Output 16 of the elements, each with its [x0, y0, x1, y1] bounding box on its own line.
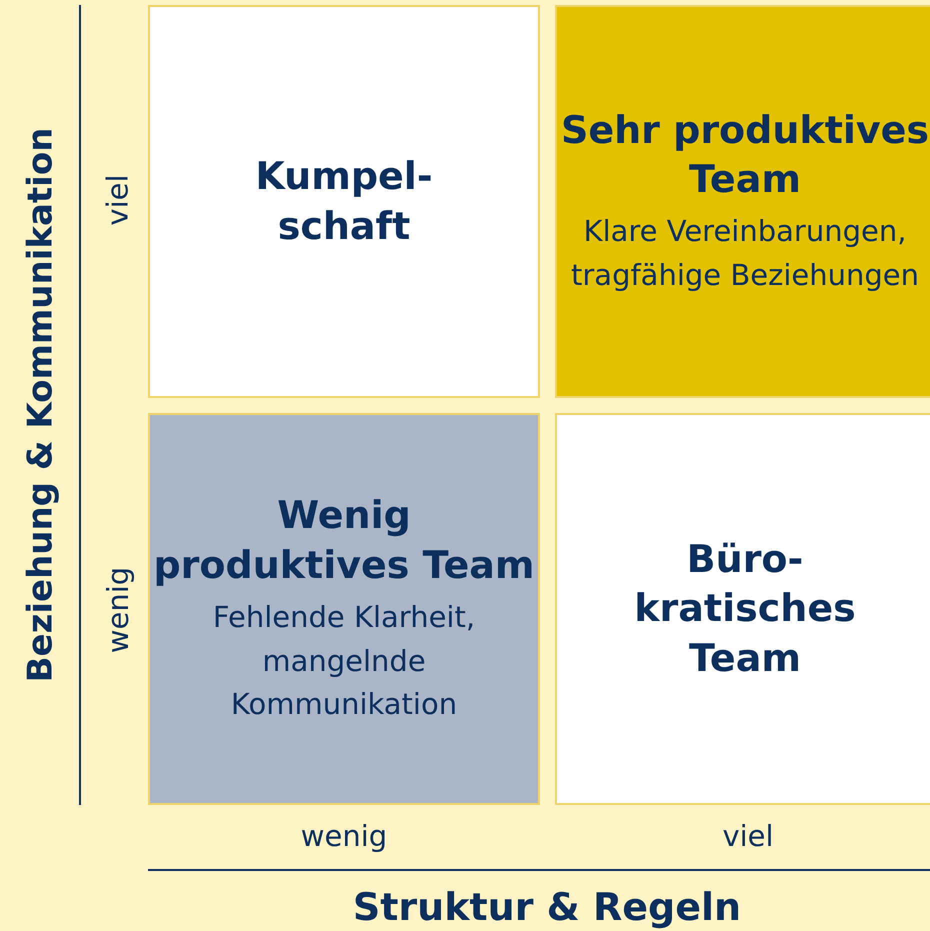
quadrant-title: Wenig produktives Team	[152, 492, 536, 589]
axis-tick-label: wenig	[300, 819, 388, 853]
quadrant-title: Kumpel- schaft	[254, 153, 434, 250]
quadrant-box	[148, 5, 540, 398]
quadrant-title: Sehr produktives Team	[560, 106, 930, 203]
quadrant-box	[555, 413, 930, 805]
axis-title: Struktur & Regeln	[352, 885, 742, 929]
quadrant-box	[555, 5, 930, 398]
quadrant-description: Fehlende Klarheit, mangelnde Kommunikation	[212, 599, 476, 724]
axis-tick-label: wenig	[101, 566, 135, 654]
quadrant-description: Klare Vereinbarungen, tragfähige Beziehungen	[570, 213, 920, 294]
quadrant-box	[148, 413, 540, 805]
axis-tick-label: viel	[101, 174, 135, 226]
axis-title: Beziehung & Kommunikation	[20, 128, 60, 682]
axis-tick-label: viel	[722, 819, 774, 853]
quadrant-title: Büro- kratisches Team	[633, 536, 857, 682]
